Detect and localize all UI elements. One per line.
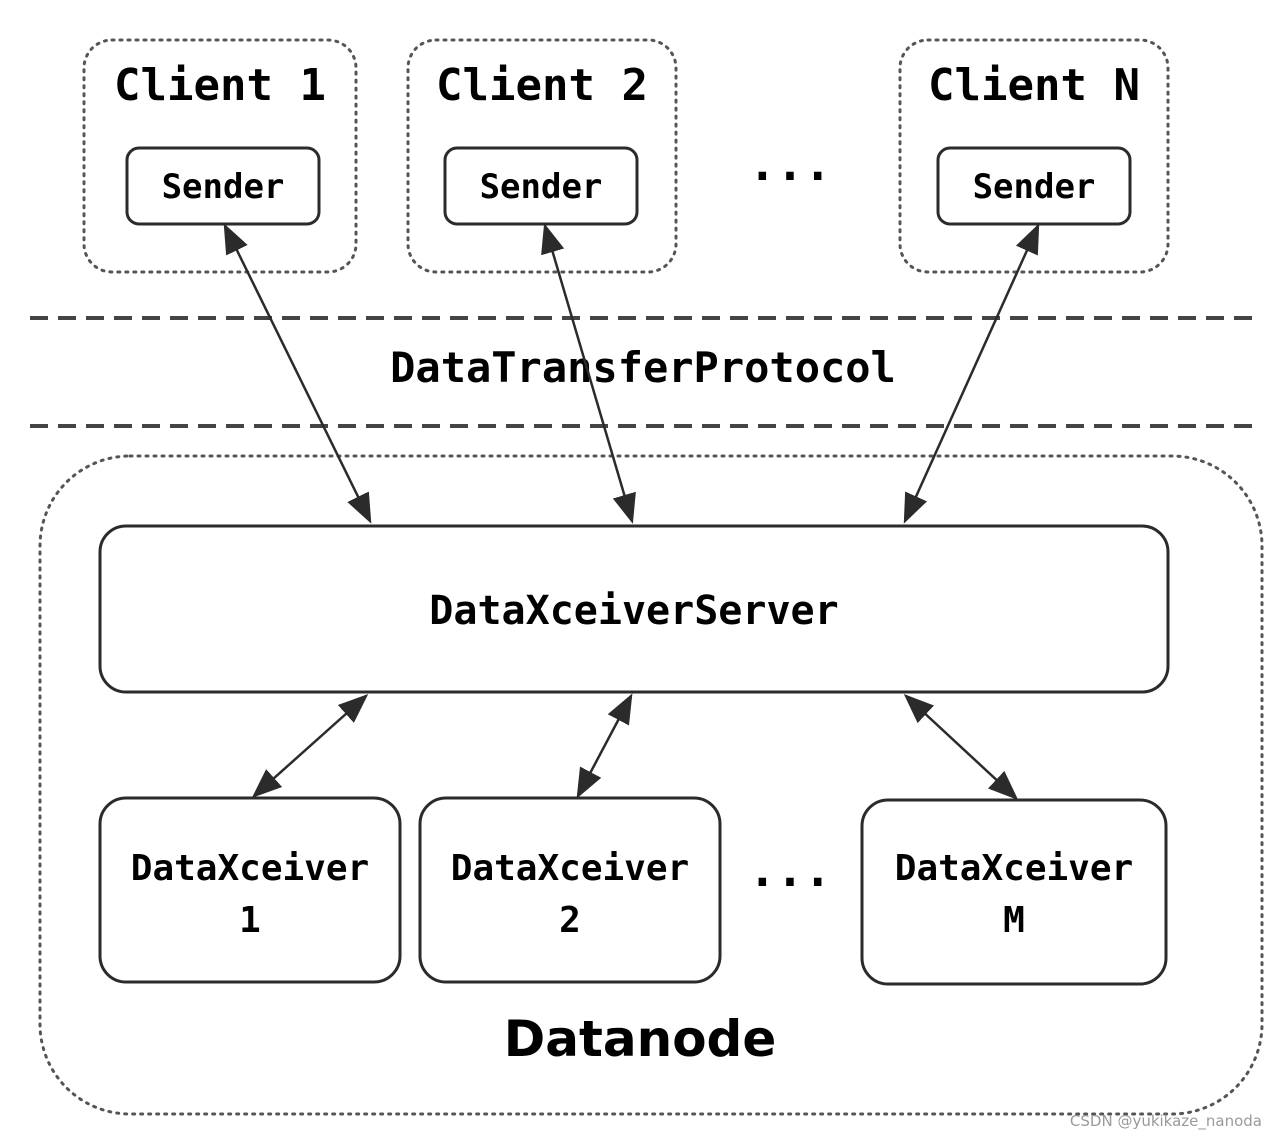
client-n-title: Client N	[928, 60, 1140, 111]
server-box	[98, 524, 1170, 694]
client-1-sender-label: Sender	[162, 167, 285, 207]
datanode-label: Datanode	[504, 1010, 777, 1068]
protocol-label: DataTransferProtocol	[390, 343, 896, 392]
xceiver-1: DataXceiver 1	[98, 796, 402, 984]
xceiver-2-name: DataXceiver	[451, 848, 689, 889]
server-label: DataXceiverServer	[429, 588, 838, 634]
arrow-sender-1-to-server	[223, 223, 372, 524]
client-2-sender-label: Sender	[480, 167, 603, 207]
xceiver-2: DataXceiver 2	[418, 796, 722, 984]
xceiver-1-box	[98, 796, 402, 984]
client-2-boundary	[406, 38, 678, 274]
client-1-sender-box	[125, 146, 321, 226]
arrow-sender-2-to-server	[541, 223, 636, 524]
xceiver-2-index: 2	[559, 900, 581, 941]
xceiver-m: DataXceiver M	[860, 798, 1168, 986]
client-ellipsis: ···	[748, 149, 831, 203]
client-2-title: Client 2	[436, 60, 648, 111]
xceiver-ellipsis: ···	[748, 855, 831, 909]
client-2-sender-box	[443, 146, 639, 226]
arrow-sender-n-to-server	[903, 223, 1040, 524]
xceiver-m-box	[860, 798, 1168, 986]
arrow-server-to-xceiver-m	[903, 693, 1019, 801]
client-group-n: Client N Sender	[898, 38, 1170, 274]
client-group-2: Client 2 Sender	[406, 38, 678, 274]
arrow-server-to-xceiver-1	[251, 694, 369, 798]
xceiver-m-name: DataXceiver	[895, 848, 1133, 889]
client-n-sender-label: Sender	[973, 167, 1096, 207]
xceiver-m-index: M	[1003, 900, 1025, 941]
xceiver-1-name: DataXceiver	[131, 848, 369, 889]
watermark: CSDN @yukikaze_nanoda	[1069, 1112, 1262, 1130]
client-1-title: Client 1	[114, 60, 326, 111]
xceiver-2-box	[418, 796, 722, 984]
arrow-server-to-xceiver-2	[576, 693, 633, 799]
xceiver-1-index: 1	[239, 900, 261, 941]
client-n-boundary	[898, 38, 1170, 274]
client-group-1: Client 1 Sender	[82, 38, 358, 274]
datanode-boundary	[38, 454, 1264, 1116]
